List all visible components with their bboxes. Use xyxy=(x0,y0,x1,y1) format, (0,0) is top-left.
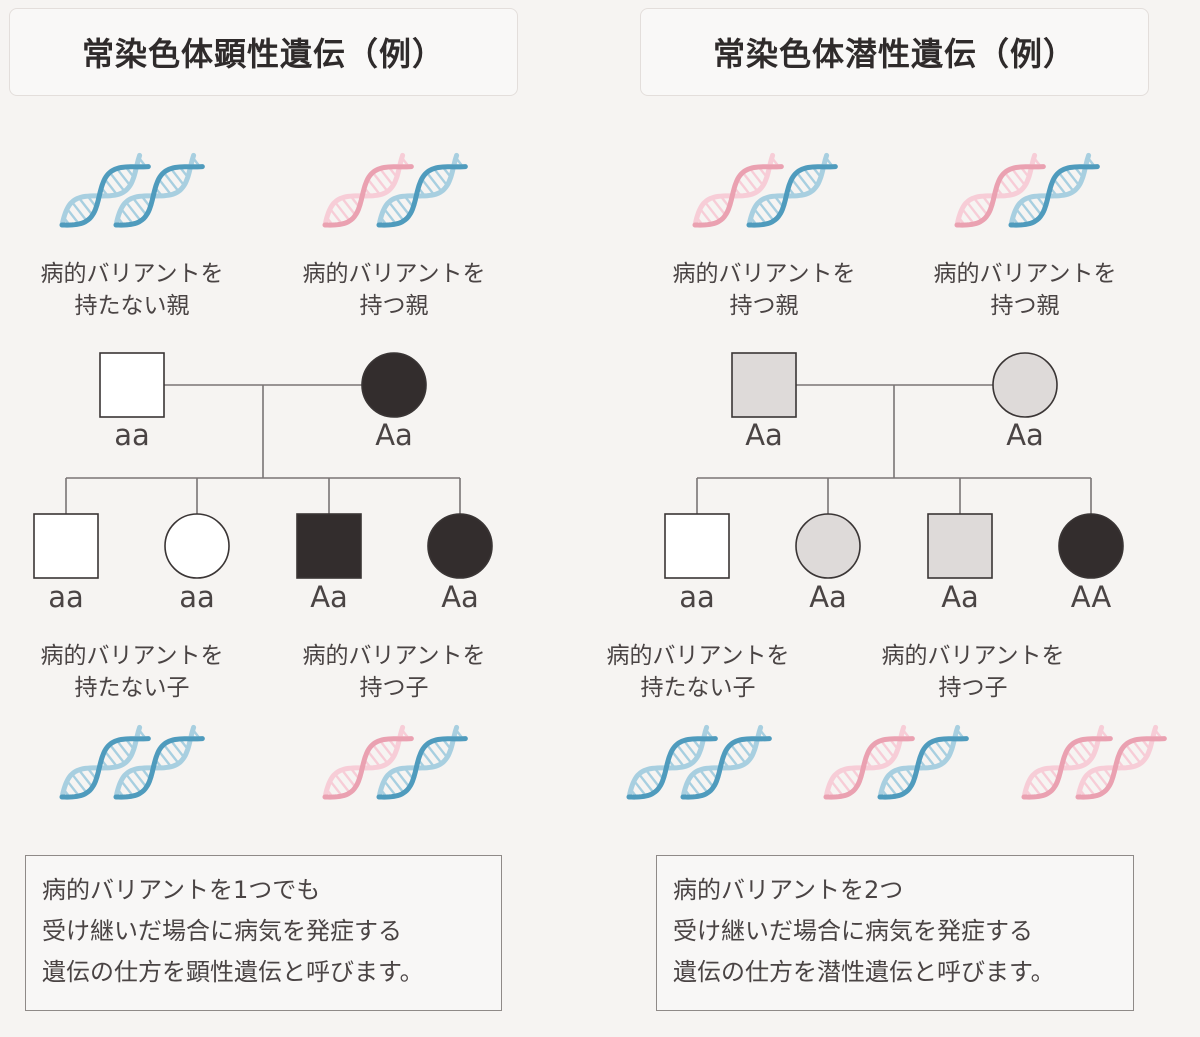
dominant-parent-right-dna-1-icon xyxy=(322,152,414,228)
recessive-child-1-genotype: aa xyxy=(679,580,715,614)
recessive-child-4-genotype: AA xyxy=(1070,580,1112,614)
dominant-explanation-box: 病的バリアントを1つでも 受け継いだ場合に病気を発症する 遺伝の仕方を顕性遺伝と… xyxy=(25,855,502,1011)
dominant-pedigree-lines xyxy=(65,384,461,514)
dominant-child-1-genotype: aa xyxy=(48,580,84,614)
dominant-child-left-dna-2-icon xyxy=(113,724,205,800)
dominant-parent-left-dna-2-icon xyxy=(113,152,205,228)
recessive-child-right-label: 病的バリアントを持つ子 xyxy=(881,643,1065,701)
dominant-mother-genotype: Aa xyxy=(375,418,413,452)
recessive-child-right-dna-1-icon xyxy=(823,724,915,800)
recessive-mother-genotype: Aa xyxy=(1006,418,1044,452)
dominant-child-1-symbol xyxy=(33,513,99,579)
recessive-parent-left-label: 病的バリアントを持つ親 xyxy=(672,261,856,319)
dominant-father-symbol xyxy=(99,352,165,418)
recessive-child-2-genotype: Aa xyxy=(809,580,847,614)
dominant-parent-left-label: 病的バリアントを持たない親 xyxy=(40,261,224,319)
recessive-title: 常染色体潜性遺伝（例） xyxy=(640,8,1149,96)
recessive-child-left-label: 病的バリアントを持たない子 xyxy=(606,643,790,701)
recessive-child-extra-dna-1-icon xyxy=(1021,724,1113,800)
recessive-father-symbol xyxy=(731,352,797,418)
recessive-child-3-symbol xyxy=(927,513,993,579)
recessive-child-left-dna-2-icon xyxy=(680,724,772,800)
dominant-child-3-symbol xyxy=(296,513,362,579)
recessive-child-right-dna-2-icon xyxy=(877,724,969,800)
dominant-child-right-label: 病的バリアントを持つ子 xyxy=(302,643,486,701)
recessive-mother-symbol xyxy=(992,352,1058,418)
dominant-mother-symbol xyxy=(361,352,427,418)
dominant-child-4-genotype: Aa xyxy=(441,580,479,614)
recessive-child-3-genotype: Aa xyxy=(941,580,979,614)
dominant-child-right-dna-2-icon xyxy=(376,724,468,800)
recessive-parent-right-dna-2-icon xyxy=(1008,152,1100,228)
dominant-child-3-genotype: Aa xyxy=(310,580,348,614)
recessive-pedigree-lines xyxy=(696,384,1092,514)
dominant-child-right-dna-1-icon xyxy=(322,724,414,800)
dominant-father-genotype: aa xyxy=(114,418,150,452)
dominant-child-2-symbol xyxy=(164,513,230,579)
recessive-child-1-symbol xyxy=(664,513,730,579)
recessive-parent-left-dna-1-icon xyxy=(692,152,784,228)
recessive-child-2-symbol xyxy=(795,513,861,579)
recessive-parent-right-dna-1-icon xyxy=(954,152,1046,228)
recessive-child-left-dna-1-icon xyxy=(626,724,718,800)
dominant-parent-right-label: 病的バリアントを持つ親 xyxy=(302,261,486,319)
dominant-child-2-genotype: aa xyxy=(179,580,215,614)
dominant-child-left-dna-1-icon xyxy=(59,724,151,800)
dominant-child-left-label: 病的バリアントを持たない子 xyxy=(40,643,224,701)
recessive-explanation-box: 病的バリアントを2つ 受け継いだ場合に病気を発症する 遺伝の仕方を潜性遺伝と呼び… xyxy=(656,855,1134,1011)
dominant-child-4-symbol xyxy=(427,513,493,579)
recessive-child-extra-dna-2-icon xyxy=(1075,724,1167,800)
dominant-parent-right-dna-2-icon xyxy=(376,152,468,228)
dominant-title: 常染色体顕性遺伝（例） xyxy=(9,8,518,96)
dominant-parent-left-dna-1-icon xyxy=(59,152,151,228)
recessive-parent-right-label: 病的バリアントを持つ親 xyxy=(933,261,1117,319)
recessive-parent-left-dna-2-icon xyxy=(746,152,838,228)
recessive-child-4-symbol xyxy=(1058,513,1124,579)
recessive-father-genotype: Aa xyxy=(745,418,783,452)
